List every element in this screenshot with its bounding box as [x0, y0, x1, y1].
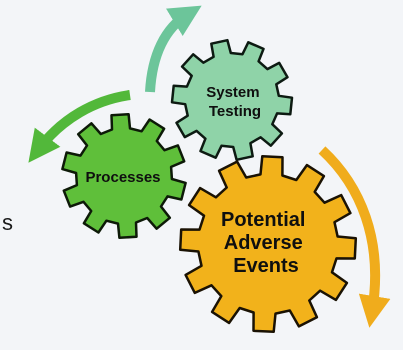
potential-adverse-events-gear	[178, 154, 358, 334]
curved-arrow-top-icon	[145, 5, 202, 93]
processes-gear	[61, 112, 187, 240]
curved-arrow-left-icon	[28, 90, 131, 163]
system-testing-label: System Testing	[206, 84, 264, 120]
adverse-label-line-1: Potential	[221, 209, 305, 231]
system-testing-label-line-1: System	[206, 84, 259, 101]
clipped-side-text: s	[2, 210, 13, 235]
adverse-label-line-2: Adverse	[224, 232, 303, 254]
potential-adverse-events-label: Potential Adverse Events	[221, 209, 311, 277]
curved-arrow-right-icon	[318, 146, 391, 328]
processes-label: Processes	[85, 169, 160, 186]
system-testing-label-line-2: Testing	[209, 103, 261, 120]
processes-label-line-1: Processes	[85, 169, 160, 186]
adverse-label-line-3: Events	[233, 255, 299, 277]
system-testing-gear	[170, 38, 294, 162]
